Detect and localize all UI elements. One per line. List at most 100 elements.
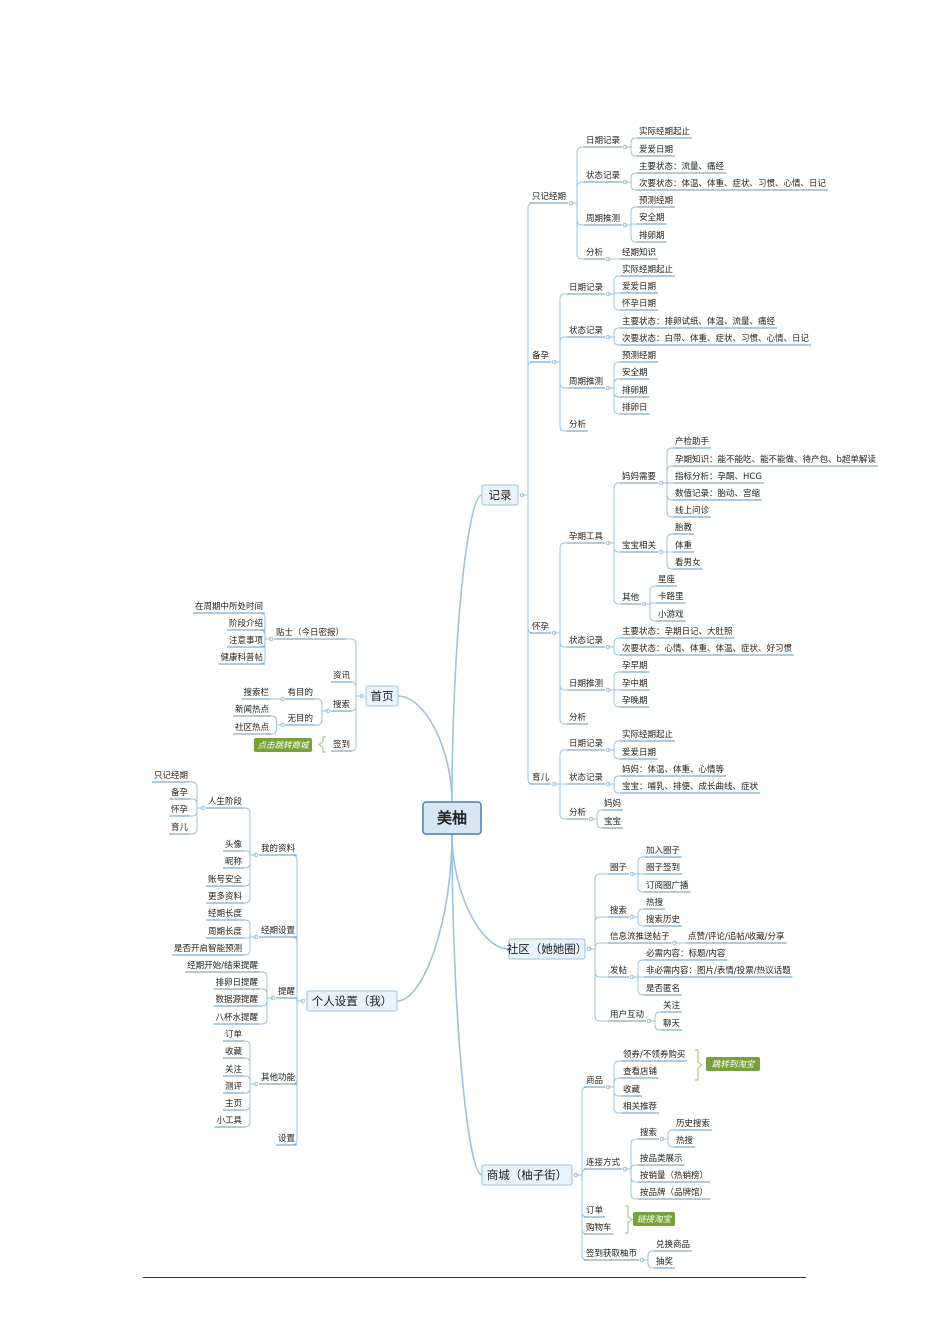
- node-rec-ojj-s1: 主要状态：流量、痛经: [639, 161, 725, 172]
- connector-line: [244, 854, 256, 904]
- node-sq-f2: 非必需内容：图片/表情/投票/热议话题: [646, 965, 791, 976]
- connector-line: [662, 1129, 674, 1140]
- branch-gr: 个人设置（我）: [312, 994, 393, 1008]
- node-rec-hy-t-b2: 体重: [675, 540, 693, 551]
- connector-line: [260, 988, 273, 999]
- node-sc-o2: 购物车: [586, 1222, 612, 1233]
- node-rec-ye: 育儿: [532, 772, 550, 783]
- connector-line: [608, 378, 620, 389]
- node-gr-t4: 八杯水提醒: [215, 1012, 258, 1023]
- root-link-sc: [451, 833, 483, 1176]
- node-rec-ye-a: 分析: [569, 807, 587, 818]
- connector-line: [554, 749, 567, 785]
- node-rec-hy-s: 状态记录: [569, 635, 604, 646]
- connector-line: [589, 873, 608, 950]
- node-sq-q2: 圈子签到: [646, 862, 680, 873]
- node-rec-by-z4: 排卵日: [622, 402, 648, 413]
- node-sc-p1: 领券/不领券购买: [623, 1049, 685, 1060]
- connector-line: [625, 1138, 638, 1170]
- connector-line: [244, 936, 256, 956]
- connector-line: [554, 542, 567, 634]
- node-sy-s-y: 有目的: [287, 687, 313, 698]
- node-rec-ye-d: 日期记录: [569, 739, 604, 749]
- branch-box-rec: [481, 484, 519, 506]
- branch-box-sy: [365, 685, 399, 707]
- root-box: [422, 801, 482, 835]
- node-rec-by-z: 周期推测: [569, 376, 603, 387]
- connector-line: [649, 1020, 661, 1031]
- node-sc-q1: 兑换商品: [656, 1239, 690, 1250]
- node-sy-q: 签到: [333, 739, 350, 750]
- summary-bracket: [317, 736, 326, 753]
- node-rec-ojj-s2: 次要状态：体温、体重、症状、习惯、心情、日记: [639, 178, 827, 189]
- connector-line: [608, 783, 620, 794]
- node-rec-hy-t-o2: 卡路里: [658, 591, 684, 602]
- connector-line: [632, 873, 644, 893]
- connector-line: [608, 542, 620, 605]
- node-sc-p2: 查看店铺: [623, 1066, 658, 1077]
- connector-line: [589, 942, 608, 950]
- connector-line: [625, 1168, 638, 1200]
- connector-line: [591, 818, 603, 829]
- connector-line: [644, 585, 656, 605]
- connector-line: [649, 1011, 661, 1022]
- node-rec-hy-t-m4: 数值记录：胎动、宫缩: [675, 488, 761, 499]
- node-rec-by-z2: 安全期: [622, 367, 648, 378]
- connector-line: [608, 740, 620, 751]
- node-gr-m2: 昵称: [225, 856, 243, 867]
- node-rec-hy-d1: 孕早期: [622, 661, 648, 671]
- node-sc-l3: 按销量（热销榜）: [640, 1170, 708, 1181]
- node-rec-hy-t-b: 宝宝相关: [622, 540, 657, 551]
- node-rec-ojj-d1: 实际经期起止: [639, 126, 691, 137]
- node-sq-s1: 热搜: [646, 897, 664, 908]
- node-gr-m-r2: 备孕: [171, 787, 189, 798]
- node-rec-by-d: 日期记录: [569, 283, 604, 293]
- node-sy-s-y1: 搜索栏: [243, 687, 269, 698]
- node-rec-by-d2: 爱爱日期: [622, 282, 656, 292]
- connector-line: [315, 698, 328, 712]
- node-rec-ojj-z1: 预测经期: [639, 195, 673, 206]
- node-gr-j2: 周期长度: [208, 926, 243, 937]
- node-sq-q: 圈子: [610, 863, 628, 873]
- connector-line: [260, 997, 273, 1025]
- node-rec-by-s: 状态记录: [569, 325, 604, 336]
- connector-line: [554, 336, 567, 363]
- root-link-sy: [397, 695, 453, 803]
- node-rec-hy-d2: 孕中期: [622, 678, 648, 689]
- connector-line: [190, 781, 203, 809]
- footer-rule: [143, 1277, 806, 1278]
- connector-line: [589, 948, 608, 978]
- connector-line: [661, 447, 673, 484]
- node-gr-s: 设置: [278, 1133, 296, 1144]
- node-gr-o1: 订单: [225, 1029, 243, 1040]
- node-rec-ojj-a: 分析: [586, 247, 604, 258]
- node-sc-p: 商品: [586, 1075, 603, 1086]
- connector-line: [608, 327, 620, 338]
- node-sc-l4: 按品牌（品牌馆）: [640, 1187, 708, 1198]
- summary-bracket: [625, 1205, 634, 1234]
- connector-line: [350, 695, 362, 752]
- node-sq-q1: 加入圈子: [646, 845, 681, 856]
- node-rec-by: 备孕: [532, 350, 550, 361]
- connector-line: [625, 137, 637, 148]
- node-rec-ye-s1: 妈妈：体温、体重、心情等: [622, 764, 725, 775]
- connector-line: [571, 146, 584, 204]
- node-rec-ye-s: 状态记录: [569, 772, 604, 783]
- node-sy-t1: 在周期中所处时间: [195, 601, 263, 612]
- branch-sq: 社区（她她圈）: [507, 942, 588, 956]
- connector-line: [625, 172, 637, 183]
- connector-line: [591, 809, 603, 820]
- node-rec-ojj-d: 日期记录: [586, 136, 621, 146]
- connector-line: [244, 919, 256, 938]
- node-rec-ojj-s: 状态记录: [586, 170, 621, 181]
- node-gr-t1: 经期开始/结束提醒: [187, 960, 258, 971]
- node-sq-h: 用户互动: [610, 1009, 645, 1020]
- connector-line: [271, 724, 283, 735]
- node-sq-h2: 聊天: [663, 1018, 681, 1029]
- node-gr-o: 其他功能: [261, 1072, 296, 1083]
- node-gr-o5: 主页: [225, 1098, 242, 1109]
- node-rec-by-d1: 实际经期起止: [622, 264, 674, 275]
- node-gr-m-r3: 怀孕: [171, 804, 189, 815]
